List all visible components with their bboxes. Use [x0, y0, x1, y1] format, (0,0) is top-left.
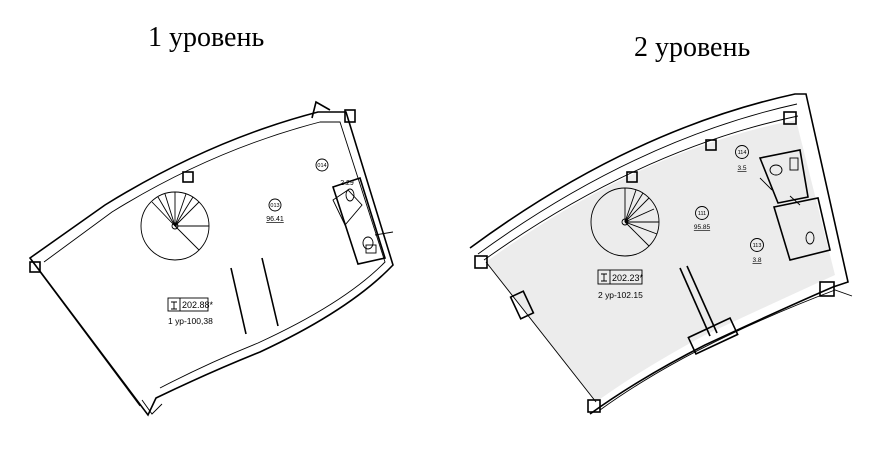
level-2-spiral-stair — [590, 187, 660, 257]
level-1-column — [29, 261, 41, 273]
room-number: 014 — [317, 163, 326, 169]
level-1-partition — [230, 267, 247, 335]
room-number: 114 — [738, 150, 747, 156]
room-area: 95.85 — [694, 224, 711, 231]
room-number: 013 — [270, 203, 279, 209]
level-1-spiral-stair — [140, 191, 210, 261]
level-2-column — [705, 139, 717, 151]
level-2-elevation-marker: 202.23* 2 ур-102.15 — [597, 269, 644, 300]
room-area: 96.41 — [266, 216, 284, 223]
level-1-room-013-marker: 013 96.41 — [266, 198, 284, 223]
elevation-note: 1 ур-100,38 — [168, 316, 213, 326]
level-2-title: 2 уровень — [634, 32, 751, 63]
level-2-partition — [679, 267, 711, 337]
level-1-wc — [331, 176, 394, 265]
level-1-door — [141, 399, 163, 415]
level-1-plan: 013 96.41 014 2.29 202.88* 1 ур-100,38 — [28, 100, 394, 417]
level-2-facade-line-2 — [483, 115, 799, 261]
elevation-value: 202.23* — [612, 273, 644, 283]
level-1-column — [182, 171, 194, 183]
level-1-outer-wall — [28, 111, 394, 417]
room-area: 3.5 — [737, 165, 746, 172]
level-2-wet-rooms — [758, 149, 831, 261]
level-2-balcony-block — [687, 317, 739, 355]
level-2-window-box — [509, 290, 535, 320]
level-2-curved-bottom — [599, 289, 853, 411]
level-2-inner-wall — [485, 261, 597, 403]
level-1-title: 1 уровень — [148, 22, 265, 53]
level-2-outer-wall — [469, 93, 849, 415]
level-2-column — [474, 255, 488, 269]
level-2-facade-line — [477, 103, 798, 255]
level-2-column — [819, 281, 835, 297]
room-number: 113 — [753, 243, 762, 249]
level-2-column — [783, 111, 797, 125]
level-2-room-113-marker: 113 3.8 — [750, 238, 764, 264]
room-area: 2.29 — [340, 180, 354, 187]
level-2-partition — [686, 265, 718, 334]
level-2-floor-fill — [486, 120, 835, 402]
level-1-entry-notch — [311, 100, 331, 119]
level-1-left-wall — [39, 271, 141, 407]
level-1-partition — [261, 257, 279, 327]
room-number: 111 — [698, 211, 706, 217]
level-1-column — [344, 109, 356, 123]
level-1-inner-wall-line — [43, 121, 386, 389]
level-1-room-014-marker: 014 2.29 — [315, 158, 354, 187]
level-2-column — [587, 399, 601, 413]
level-2-column — [626, 171, 638, 183]
level-2-room-111-marker: 111 95.85 — [694, 206, 711, 231]
level-2-room-114-marker: 114 3.5 — [735, 145, 749, 172]
room-area: 3.8 — [752, 257, 761, 264]
elevation-value: 202.88* — [182, 300, 214, 310]
level-2-plan: 111 95.85 114 3.5 113 3.8 202.23* 2 ур-1… — [469, 93, 853, 415]
level-1-elevation-marker: 202.88* 1 ур-100,38 — [167, 297, 214, 326]
elevation-note: 2 ур-102.15 — [598, 290, 643, 300]
